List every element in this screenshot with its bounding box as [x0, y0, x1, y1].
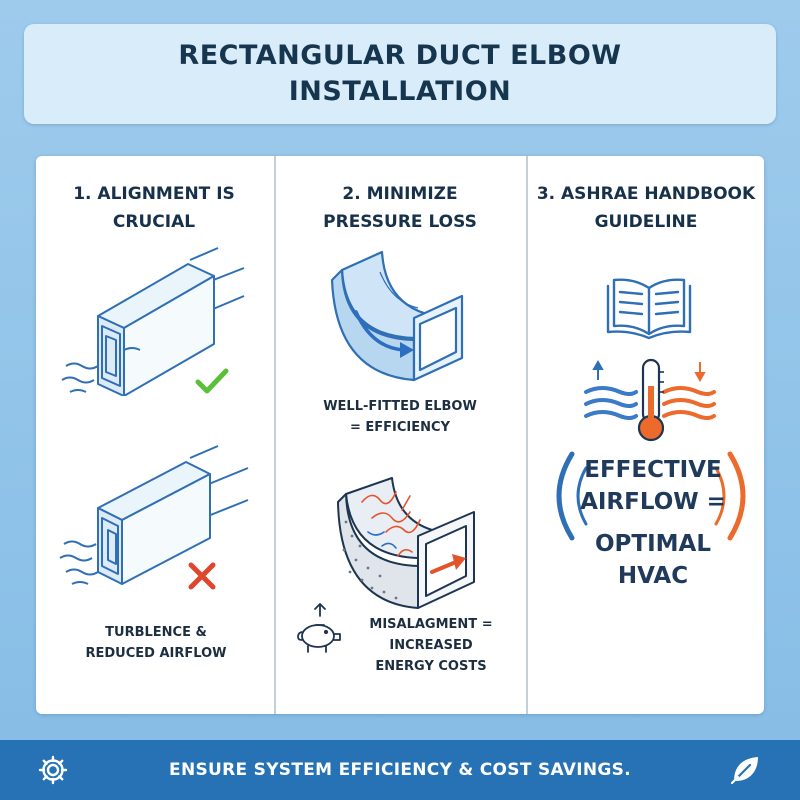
- column-1-caption-line-1: TURBLENCE &: [105, 625, 207, 640]
- page-title-line-2: INSTALLATION: [288, 76, 512, 107]
- footer-banner: ENSURE SYSTEM EFFICIENCY & COST SAVINGS.: [0, 740, 800, 800]
- airflow-statement: EFFECTIVE AIRFLOW =: [563, 454, 743, 518]
- cross-icon: [188, 562, 216, 590]
- column-divider-2: [526, 156, 528, 714]
- column-1-heading: 1. ALIGNMENT IS CRUCIAL: [44, 180, 264, 236]
- hvac-statement-line-2: HVAC: [617, 563, 689, 589]
- airflow-statement-line-2: AIRFLOW =: [580, 489, 726, 515]
- column-1-heading-line-2: CRUCIAL: [112, 212, 196, 232]
- hvac-statement-line-1: OPTIMAL: [595, 531, 711, 557]
- column-3-heading-line-1: 3. ASHRAE HANDBOOK: [536, 184, 756, 204]
- column-3-heading: 3. ASHRAE HANDBOOK GUIDELINE: [536, 180, 756, 236]
- column-2-heading-line-1: 2. MINIMIZE: [342, 184, 458, 204]
- duct-aligned-icon: [61, 247, 245, 396]
- title-banner: RECTANGULAR DUCT ELBOW INSTALLATION: [24, 24, 776, 124]
- check-icon: [195, 368, 229, 394]
- thermometer-icon: [584, 358, 716, 442]
- column-1-caption: TURBLENCE & REDUCED AIRFLOW: [56, 622, 256, 664]
- footer-message: ENSURE SYSTEM EFFICIENCY & COST SAVINGS.: [169, 760, 631, 780]
- column-1-caption-line-2: REDUCED AIRFLOW: [85, 646, 227, 661]
- column-2-caption-2-line-1: MISALAGMENT =: [369, 617, 493, 632]
- column-2-caption-1-line-1: WELL-FITTED ELBOW: [323, 399, 477, 414]
- column-2-caption-2-line-2: INCREASED: [389, 638, 473, 653]
- column-3-heading-line-2: GUIDELINE: [594, 212, 698, 232]
- column-divider-1: [274, 156, 276, 714]
- smooth-elbow-icon: [330, 250, 464, 382]
- duct-misaligned-icon: [59, 445, 249, 585]
- column-2-caption-2: MISALAGMENT = INCREASED ENERGY COSTS: [342, 614, 520, 677]
- page-title-line-1: RECTANGULAR DUCT ELBOW: [178, 40, 622, 71]
- column-2-caption-1: WELL-FITTED ELBOW = EFFICIENCY: [298, 396, 502, 438]
- column-1-heading-line-1: 1. ALIGNMENT IS: [73, 184, 235, 204]
- airflow-statement-line-1: EFFECTIVE: [584, 457, 722, 483]
- piggy-bank-icon: [297, 603, 341, 653]
- leaf-icon: [730, 757, 758, 785]
- column-2-heading: 2. MINIMIZE PRESSURE LOSS: [290, 180, 510, 236]
- column-2-caption-2-line-3: ENERGY COSTS: [375, 659, 487, 674]
- column-2-caption-1-line-2: = EFFICIENCY: [350, 420, 450, 435]
- open-book-icon: [606, 278, 692, 340]
- gear-icon: [38, 755, 68, 785]
- hvac-statement: OPTIMAL HVAC: [563, 528, 743, 592]
- column-2-heading-line-2: PRESSURE LOSS: [323, 212, 477, 232]
- airflow-arc-icon: [556, 451, 746, 541]
- content-panel: 1. ALIGNMENT IS CRUCIAL: [36, 156, 764, 714]
- turbulent-elbow-icon: [337, 477, 475, 609]
